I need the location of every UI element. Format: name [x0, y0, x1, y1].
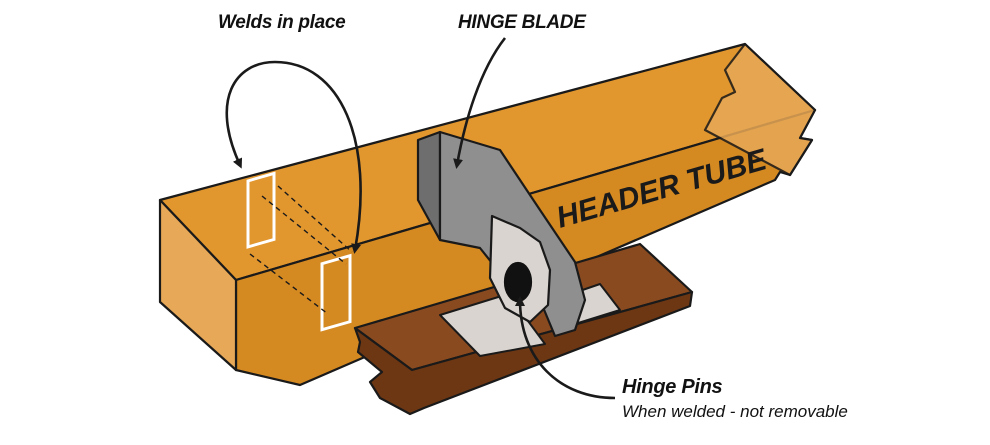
welds	[246, 171, 353, 332]
arrow-hinge-blade	[453, 37, 507, 169]
hinge-blade-label: HINGE BLADE	[458, 12, 586, 33]
arrow-hinge-pins	[515, 296, 616, 400]
base-front	[353, 290, 694, 416]
arrow-welds-lower	[274, 60, 362, 254]
weld-hidden-lines	[249, 185, 353, 315]
hinge-pin-hole	[503, 261, 533, 303]
welds-label: Welds in place	[218, 12, 346, 33]
hinge-pins-label: Hinge Pins	[622, 376, 723, 398]
leader-arrows	[225, 37, 616, 400]
hinge-blade	[416, 130, 587, 338]
weld-lower	[320, 253, 352, 332]
weld-upper	[246, 171, 276, 249]
header-tube-far-end	[703, 42, 817, 177]
arrow-welds-upper	[225, 60, 276, 169]
hinge-pins-note: When welded - not removable	[622, 402, 848, 421]
header-tube-end	[158, 198, 238, 372]
